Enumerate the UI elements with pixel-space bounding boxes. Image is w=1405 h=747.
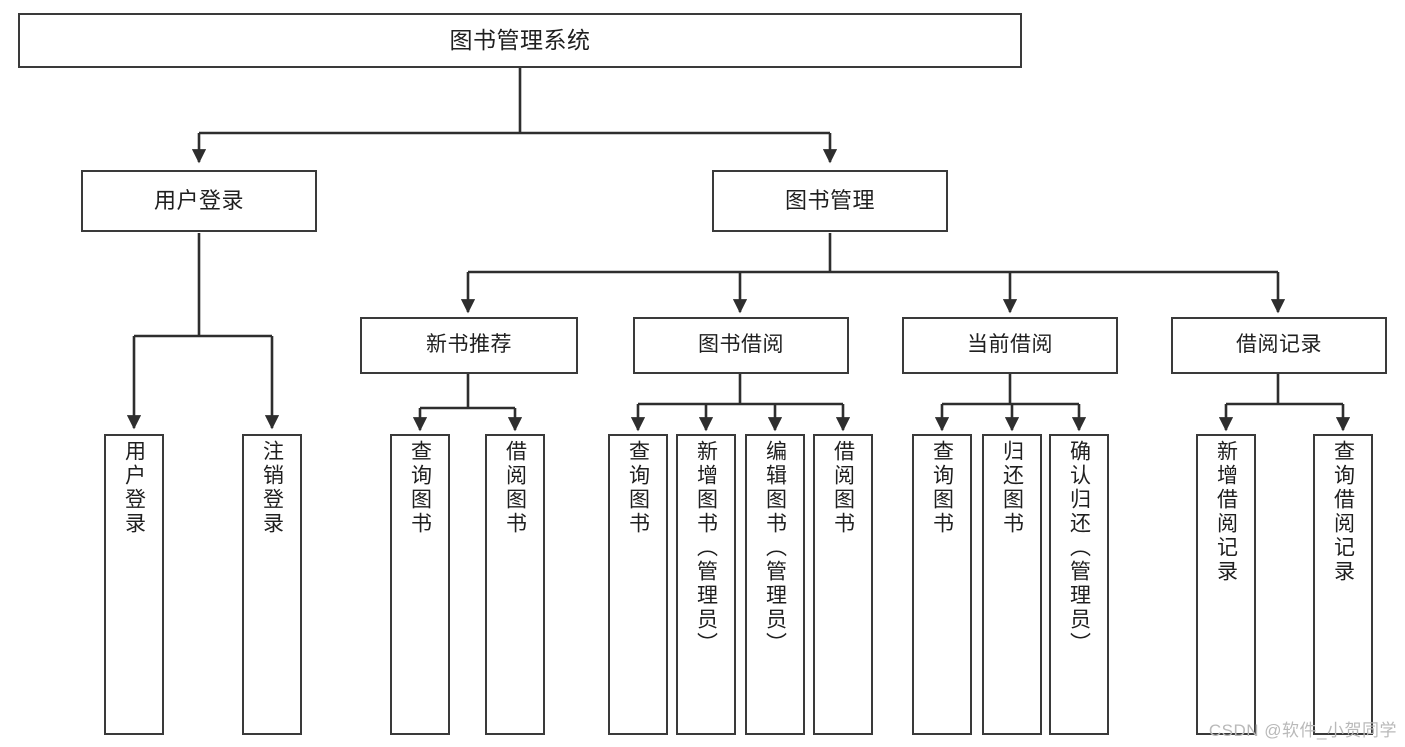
node-label: 注销登录: [260, 440, 284, 536]
leaf-borrow-record-query-record[interactable]: 查询借阅记录: [1313, 434, 1373, 735]
node-label: 查询借阅记录: [1331, 440, 1355, 584]
node-label: 用户登录: [153, 188, 244, 214]
node-label: 新书推荐: [426, 333, 512, 357]
node-label: 归还图书: [1000, 440, 1024, 536]
leaf-current-borrow-confirm-return-admin[interactable]: 确认归还（管理员）: [1049, 434, 1109, 735]
node-borrow-record[interactable]: 借阅记录: [1171, 317, 1387, 374]
node-label: 图书管理: [784, 188, 875, 214]
node-label: 查询图书: [626, 440, 650, 536]
leaf-user-login-logout[interactable]: 注销登录: [242, 434, 302, 735]
node-book-borrow[interactable]: 图书借阅: [633, 317, 849, 374]
node-label: 确认归还（管理员）: [1067, 440, 1091, 656]
node-label: 新增图书（管理员）: [694, 440, 718, 656]
node-label: 图书管理系统: [449, 26, 591, 53]
leaf-new-book-borrow-book[interactable]: 借阅图书: [485, 434, 545, 735]
node-label: 查询图书: [930, 440, 954, 536]
node-current-borrow[interactable]: 当前借阅: [902, 317, 1118, 374]
node-label: 借阅记录: [1236, 333, 1322, 357]
node-new-book-recommend[interactable]: 新书推荐: [360, 317, 578, 374]
node-label: 借阅图书: [503, 440, 527, 536]
leaf-current-borrow-return-book[interactable]: 归还图书: [982, 434, 1042, 735]
node-label: 当前借阅: [967, 333, 1053, 357]
leaf-current-borrow-query-book[interactable]: 查询图书: [912, 434, 972, 735]
node-root-book-management-system[interactable]: 图书管理系统: [18, 13, 1022, 68]
leaf-borrow-record-add-record[interactable]: 新增借阅记录: [1196, 434, 1256, 735]
csdn-watermark: CSDN @软件_小贺同学: [1208, 721, 1397, 740]
leaf-book-borrow-query-book[interactable]: 查询图书: [608, 434, 668, 735]
node-user-login[interactable]: 用户登录: [81, 170, 317, 232]
leaf-new-book-query-book[interactable]: 查询图书: [390, 434, 450, 735]
node-label: 新增借阅记录: [1214, 440, 1238, 584]
leaf-user-login-login[interactable]: 用户登录: [104, 434, 164, 735]
leaf-book-borrow-edit-book-admin[interactable]: 编辑图书（管理员）: [745, 434, 805, 735]
node-label: 借阅图书: [831, 440, 855, 536]
leaf-book-borrow-add-book-admin[interactable]: 新增图书（管理员）: [676, 434, 736, 735]
node-label: 图书借阅: [698, 333, 784, 357]
node-label: 查询图书: [408, 440, 432, 536]
node-label: 用户登录: [122, 440, 146, 536]
leaf-book-borrow-borrow-book[interactable]: 借阅图书: [813, 434, 873, 735]
node-label: 编辑图书（管理员）: [763, 440, 787, 656]
node-book-management[interactable]: 图书管理: [712, 170, 948, 232]
